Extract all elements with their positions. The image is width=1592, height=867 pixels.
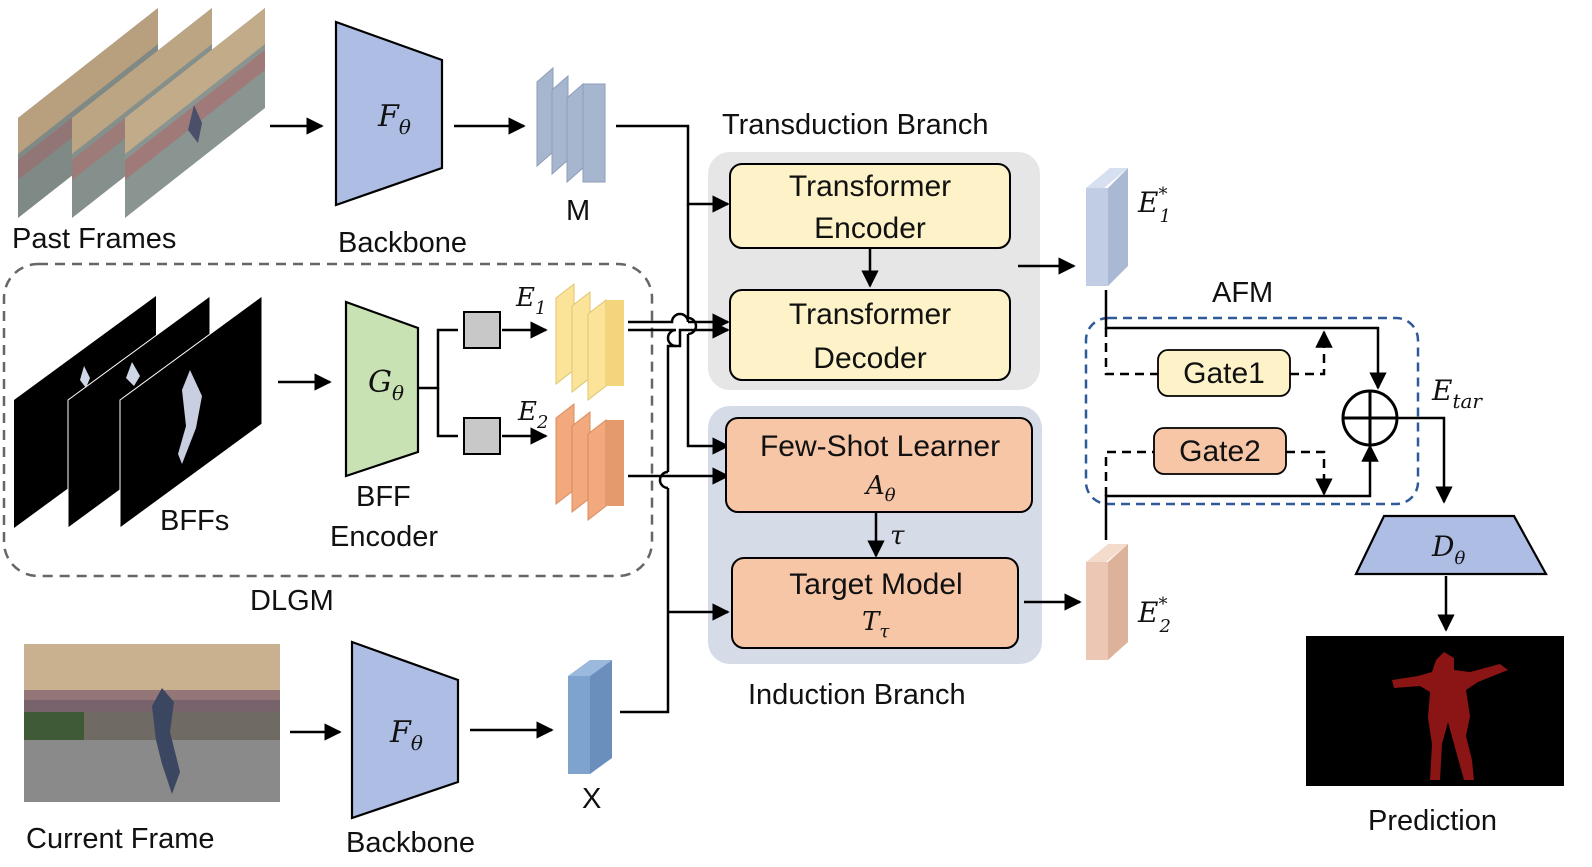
afm-gate2-out [1286, 450, 1333, 496]
g-theta: Gθ [368, 365, 404, 405]
e2-label: E2 [517, 397, 548, 433]
transduction-branch-label: Transduction Branch [722, 109, 989, 141]
induction-branch-label: Induction Branch [748, 679, 966, 711]
e2-star-feature [1086, 544, 1128, 660]
e1-projection-box [463, 311, 501, 349]
backbone-top [334, 20, 444, 207]
backbone-bottom [350, 640, 460, 820]
route-m-induction [686, 334, 730, 455]
t-tau: Tτ [862, 607, 890, 642]
target-model-block [731, 557, 1019, 649]
current-frame-label: Current Frame [26, 823, 215, 855]
few-shot-learner-block [725, 417, 1033, 513]
afm-e2-solid [1104, 444, 1379, 540]
f-theta-top: Fθ [377, 99, 411, 139]
afm-gate1-out [1290, 330, 1333, 376]
route-m [616, 124, 730, 213]
e1-star-feature [1086, 168, 1128, 286]
encoder-branch-lines-2 [436, 388, 458, 438]
route-x-up [666, 321, 730, 472]
current-frame-image [24, 644, 280, 802]
memory-label: M [566, 195, 590, 227]
gate1-label: Gate1 [1183, 357, 1265, 390]
transformer-decoder-line2: Decoder [813, 342, 926, 375]
gate2-block [1153, 427, 1287, 475]
route-x-hop [658, 470, 669, 490]
e2-feature-stack [555, 402, 624, 522]
tau-label: τ [890, 521, 905, 551]
backbone-top-label: Backbone [338, 227, 467, 259]
route-m-hop [687, 316, 698, 336]
gate2-label: Gate2 [1179, 435, 1261, 468]
a-theta: Aθ [864, 471, 896, 506]
few-shot-learner-label: Few-Shot Learner [760, 430, 1000, 463]
transformer-encoder-line1: Transformer [789, 170, 951, 203]
bff-encoder-label-2: Encoder [330, 521, 438, 553]
e1-star-label: E*1 [1137, 184, 1171, 227]
e1-feature-stack [555, 282, 624, 402]
target-model-label: Target Model [789, 568, 962, 601]
route-x [620, 488, 670, 714]
arrow-oplus-to-decoder [1397, 416, 1453, 504]
decoder-d-theta [1354, 514, 1548, 576]
d-theta: Dθ [1431, 530, 1465, 569]
bff-encoder [344, 300, 420, 478]
e1-label: E1 [515, 283, 546, 319]
memory-feature-stack [536, 66, 606, 184]
oplus-icon [1341, 389, 1399, 447]
e2-star-label: E*2 [1137, 594, 1171, 637]
encoder-branch-lines [418, 328, 458, 390]
transformer-decoder-block [729, 289, 1011, 381]
dlgm-region [2, 262, 654, 578]
transformer-encoder-line2: Encoder [814, 212, 926, 245]
afm-gate1-in [1104, 328, 1158, 376]
past-frames-label: Past Frames [12, 223, 176, 255]
gate1-block [1157, 349, 1291, 397]
x-feature [568, 660, 612, 774]
bffs-label: BFFs [160, 505, 229, 537]
e2-projection-box [463, 417, 501, 455]
prediction-mask [1306, 636, 1564, 786]
afm-region [1084, 316, 1420, 506]
afm-label: AFM [1212, 277, 1273, 309]
past-frames-stack [18, 8, 265, 218]
backbone-bottom-label: Backbone [346, 827, 475, 859]
bff-encoder-label-1: BFF [356, 481, 411, 513]
prediction-label: Prediction [1368, 805, 1497, 837]
transformer-decoder-line1: Transformer [789, 298, 951, 331]
e-tar-label: Etar [1431, 374, 1483, 413]
route-e1-hop [628, 312, 690, 324]
f-theta-bottom: Fθ [389, 715, 423, 755]
dlgm-label: DLGM [250, 585, 334, 617]
x-label: X [582, 783, 601, 815]
afm-gate2-in [1104, 450, 1154, 496]
bff-frames-stack [14, 295, 263, 529]
afm-e1-solid [1104, 290, 1387, 390]
